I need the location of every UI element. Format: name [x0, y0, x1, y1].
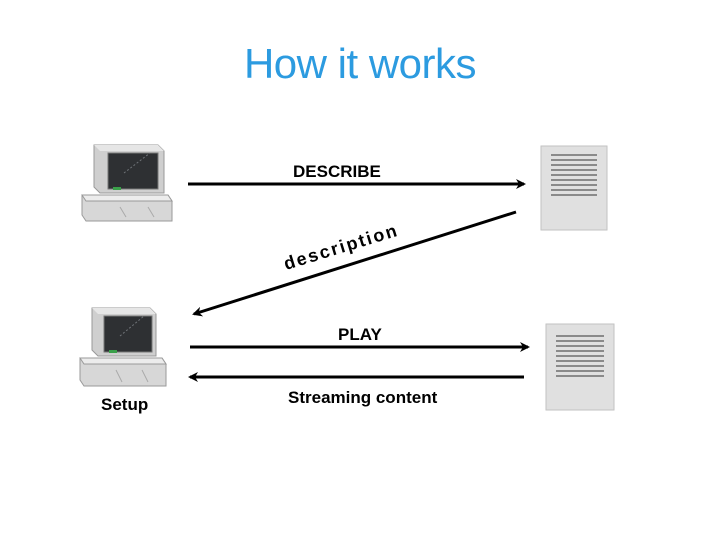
setup-label: Setup	[101, 395, 149, 414]
page-title: How it works	[243, 40, 477, 87]
description-arrow	[192, 210, 517, 317]
computer-icon	[81, 144, 173, 222]
describe-label: DESCRIBE	[293, 162, 381, 181]
description-label: description	[281, 220, 401, 274]
server-icon	[545, 323, 615, 411]
play-label: PLAY	[338, 325, 382, 344]
computer-icon	[79, 307, 167, 387]
server-icon	[540, 145, 608, 231]
streaming-content-label: Streaming content	[288, 388, 438, 407]
